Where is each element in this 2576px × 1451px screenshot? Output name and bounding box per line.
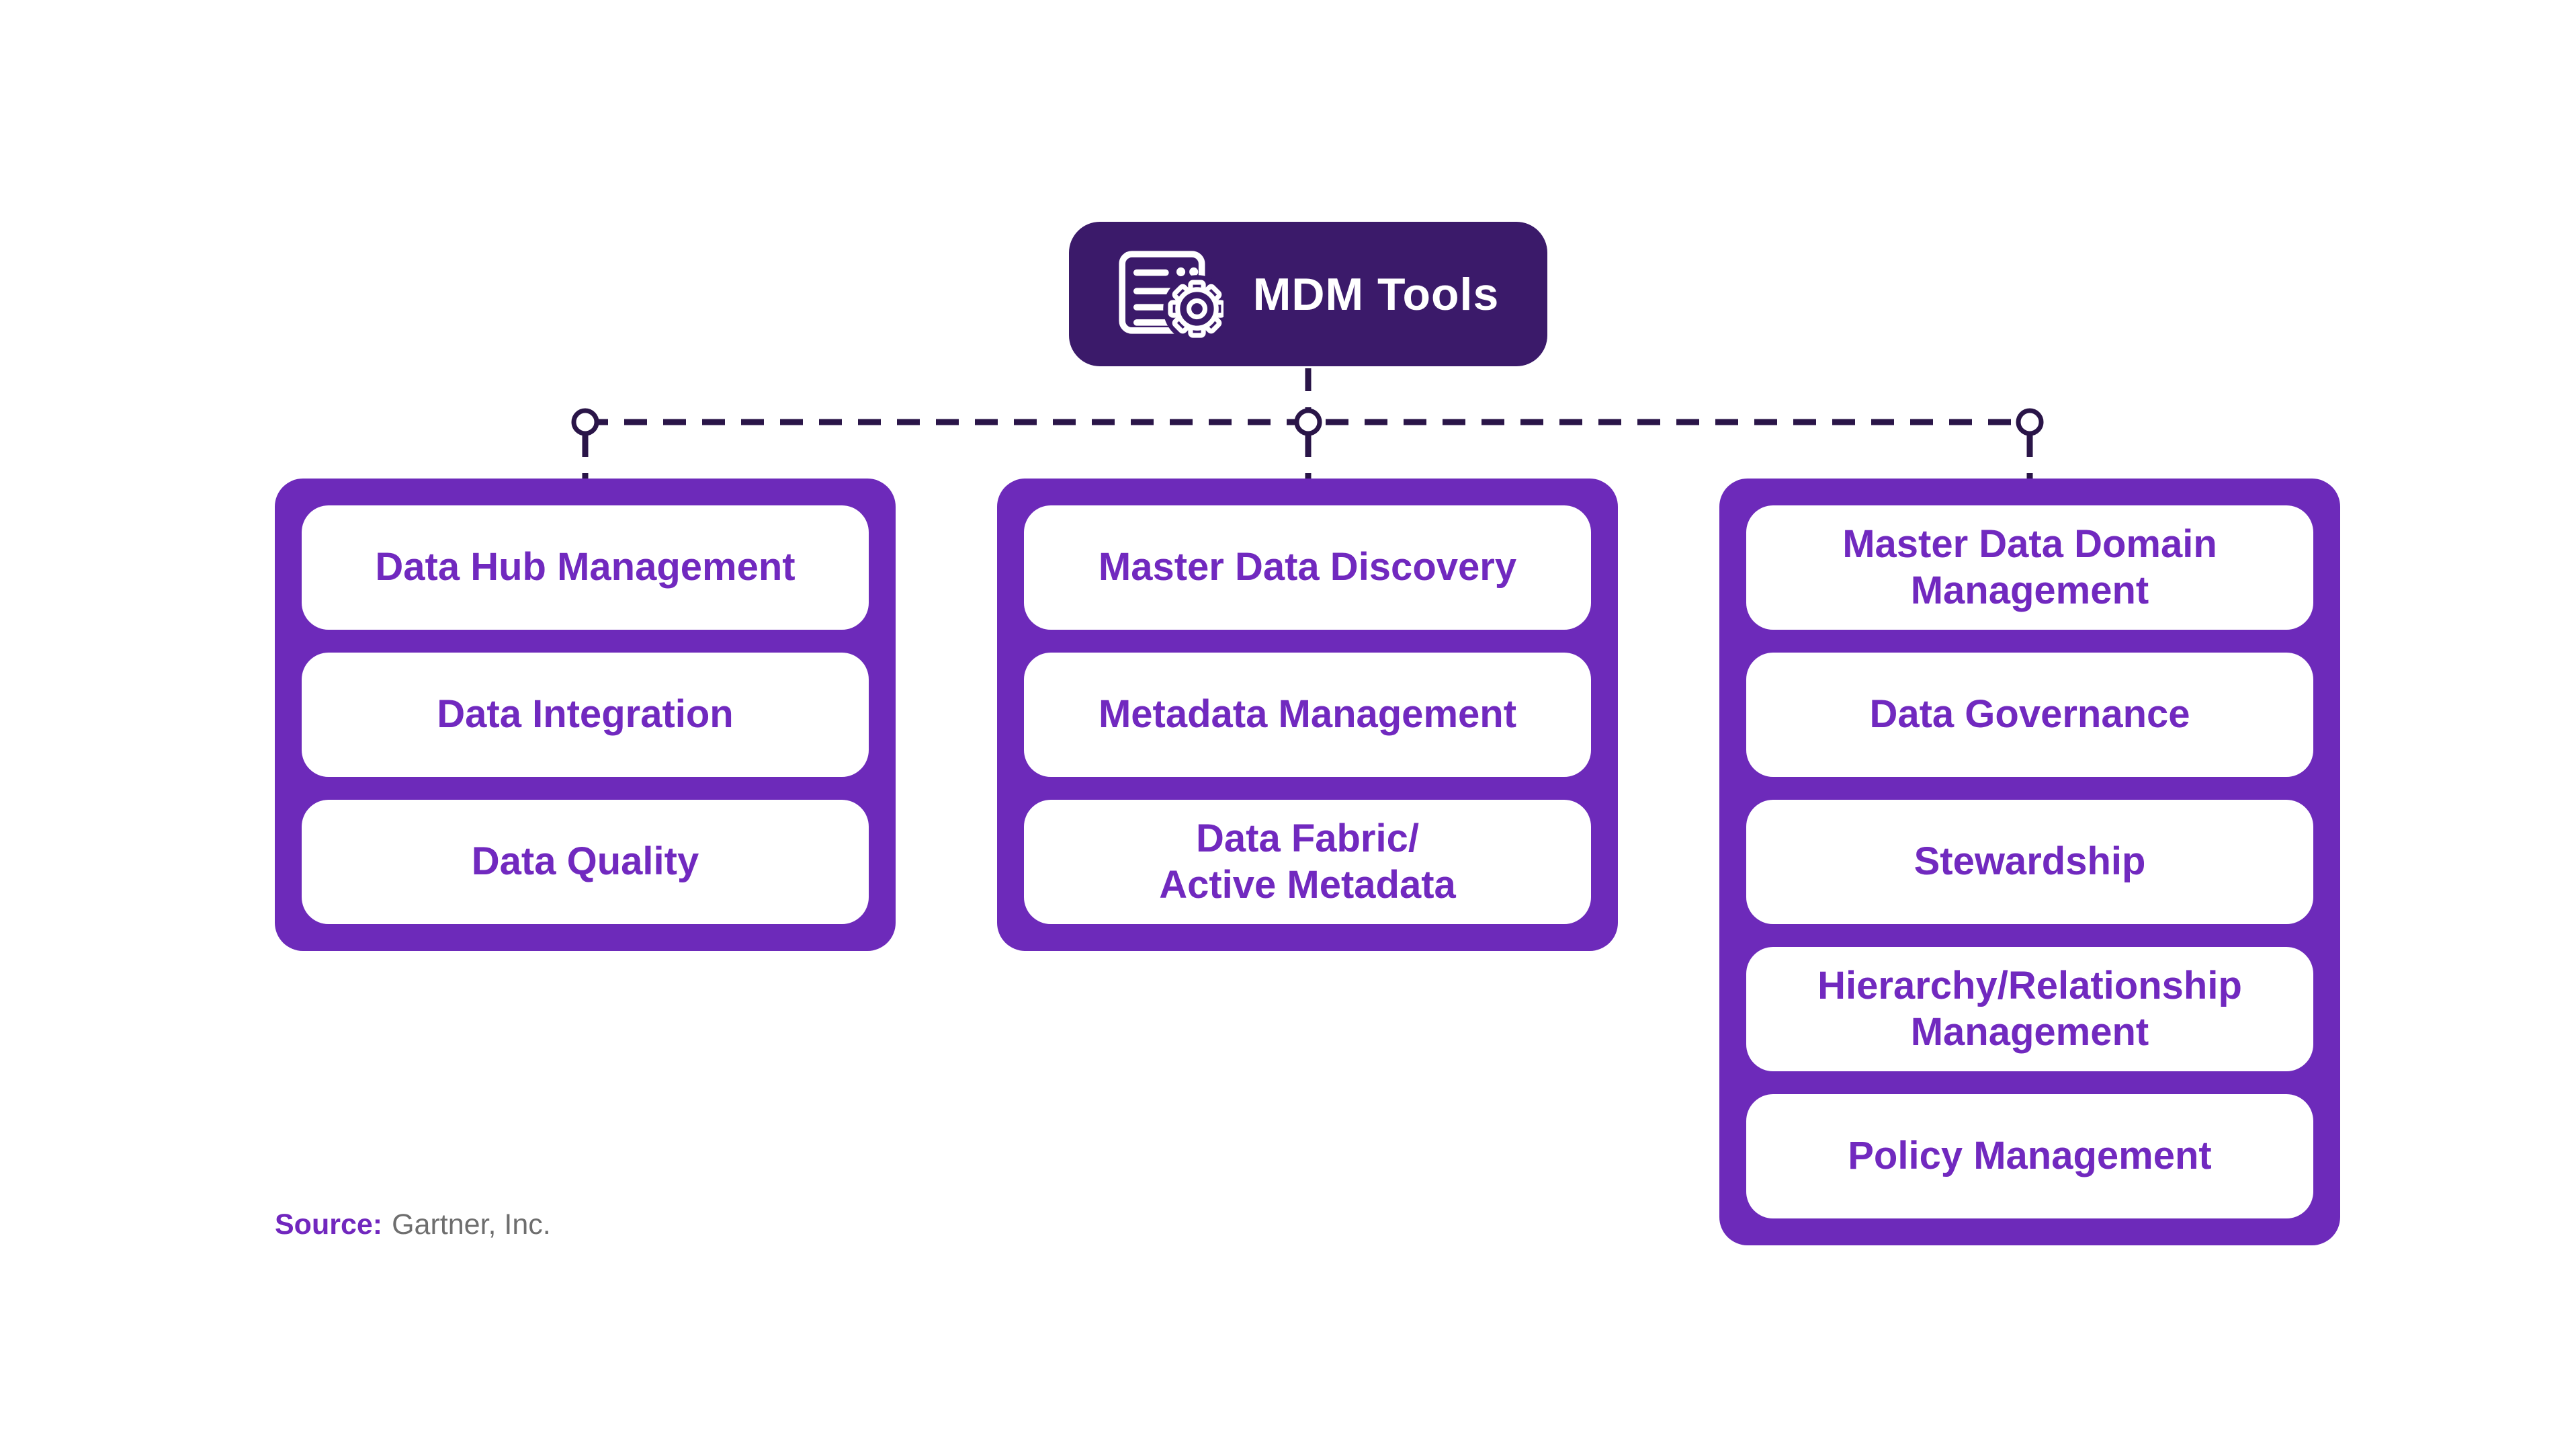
list-item: Data Governance (1746, 653, 2313, 777)
mdm-tools-label: MDM Tools (1252, 268, 1500, 320)
right-column-group: Master Data Domain Management Data Gover… (1719, 479, 2340, 1245)
mdm-tools-node: MDM Tools (1069, 222, 1547, 366)
list-item: Data Hub Management (302, 505, 869, 630)
list-item: Policy Management (1746, 1094, 2313, 1218)
list-item: Stewardship (1746, 800, 2313, 924)
list-item: Master Data Discovery (1024, 505, 1591, 630)
source-label: Source: (275, 1208, 383, 1241)
list-item: Hierarchy/Relationship Management (1746, 947, 2313, 1071)
list-item: Master Data Domain Management (1746, 505, 2313, 630)
left-column-group: Data Hub Management Data Integration Dat… (275, 479, 896, 951)
source-text: Gartner, Inc. (392, 1208, 551, 1241)
source-attribution: Source: Gartner, Inc. (275, 1208, 551, 1241)
document-gear-icon (1119, 250, 1223, 339)
list-item: Data Fabric/ Active Metadata (1024, 800, 1591, 924)
list-item: Data Integration (302, 653, 869, 777)
middle-column-group: Master Data Discovery Metadata Managemen… (997, 479, 1618, 951)
list-item: Data Quality (302, 800, 869, 924)
list-item: Metadata Management (1024, 653, 1591, 777)
